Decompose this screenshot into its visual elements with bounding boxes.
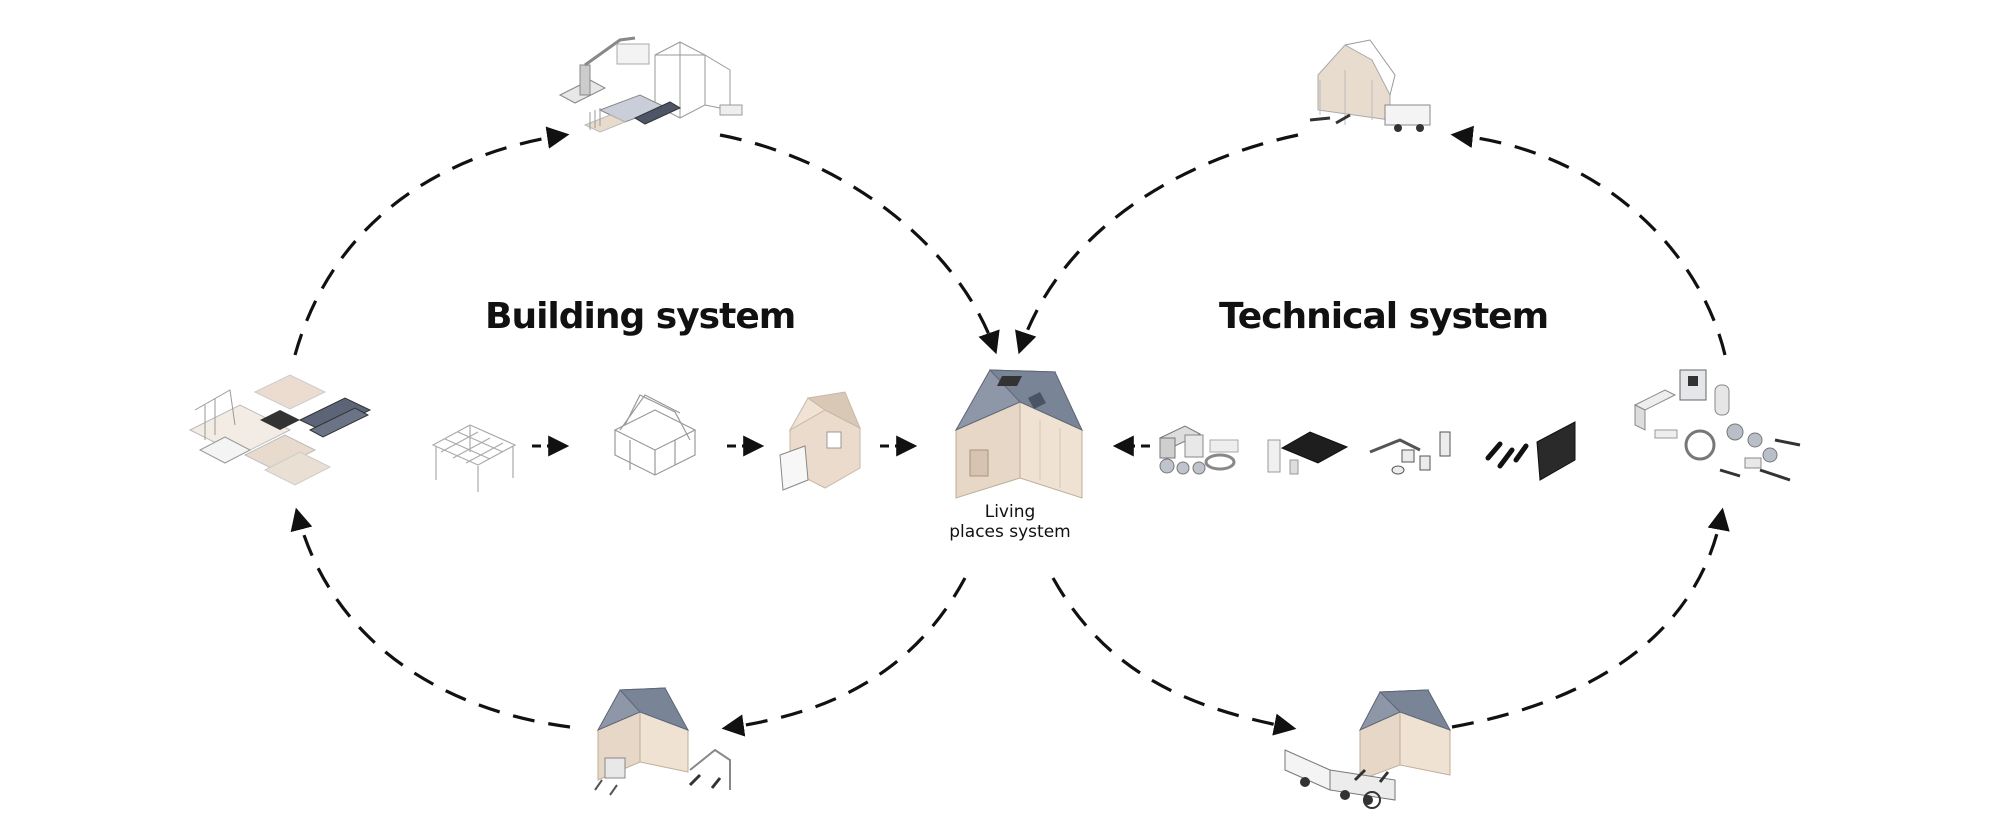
electrical-group xyxy=(1485,421,1576,481)
loop-arrow-center-bottom xyxy=(721,577,967,737)
loop-arrow-center-bottomright xyxy=(1051,577,1297,736)
building-loop-arrows xyxy=(290,126,1000,737)
loop-arrow-left-top xyxy=(293,126,570,356)
loop-arrow-bottomright-right xyxy=(1451,507,1730,729)
technical-system-title: Technical system xyxy=(1219,296,1549,337)
technical-loop-arrows xyxy=(1015,125,1730,736)
loop-arrow-topright-center xyxy=(1015,133,1299,355)
house-frame-illustration xyxy=(613,394,697,476)
transport-illustration xyxy=(1284,689,1452,809)
installation-illustration xyxy=(1309,39,1431,132)
plumbing-group xyxy=(1369,431,1451,475)
building-system-title: Building system xyxy=(485,296,796,337)
technical-components-illustration xyxy=(1158,421,1576,481)
construction-site-illustration xyxy=(558,36,743,133)
technical-parts-illustration xyxy=(1633,369,1801,482)
solar-panel-group xyxy=(1267,431,1349,475)
loop-arrow-bottom-left xyxy=(290,507,571,729)
living-places-label-line2: places system xyxy=(949,522,1071,542)
living-places-house-illustration xyxy=(954,369,1084,499)
living-places-label-line1: Living xyxy=(984,502,1036,522)
disassembly-illustration xyxy=(594,687,731,796)
loop-arrow-right-topright xyxy=(1450,125,1727,356)
floor-frame-illustration xyxy=(431,424,517,492)
heat-pump-group xyxy=(1158,425,1239,475)
living-places-label: Living places system xyxy=(930,502,1090,542)
loop-arrow-top-center xyxy=(719,133,1000,355)
clad-house-illustration xyxy=(779,391,861,491)
components-kit-illustration xyxy=(188,374,372,486)
